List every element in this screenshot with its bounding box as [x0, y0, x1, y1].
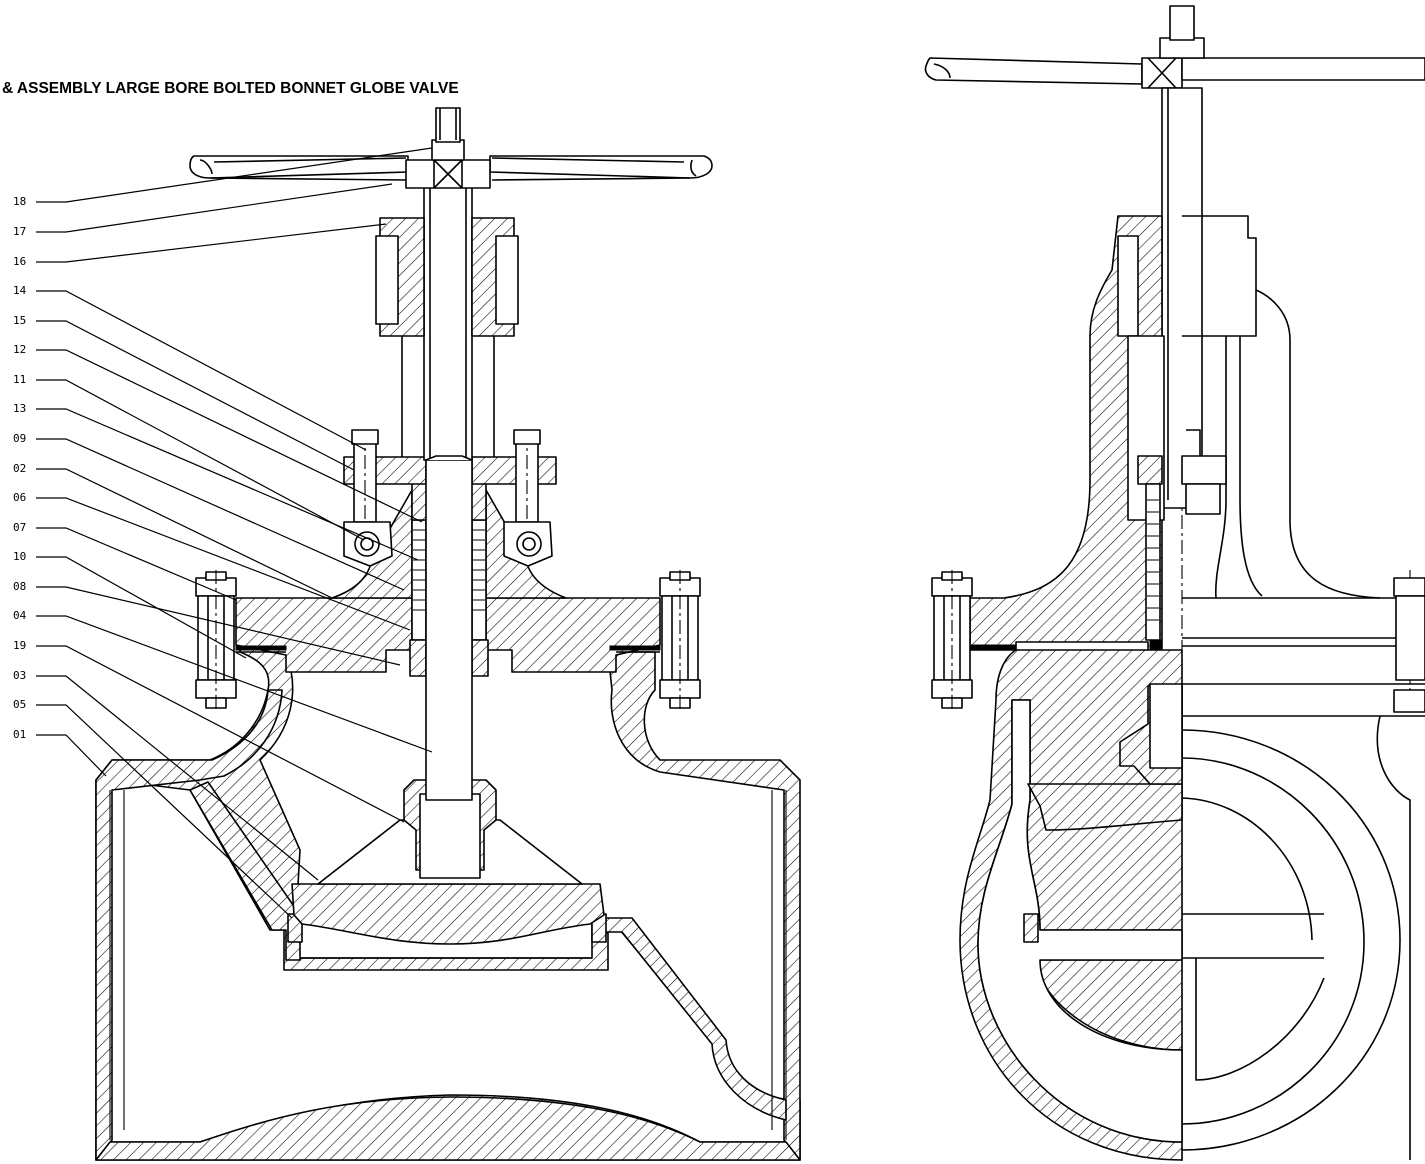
leader-lines — [36, 147, 433, 919]
callout-01: 01 — [13, 728, 27, 741]
disc — [291, 883, 605, 945]
callout-04: 04 — [13, 609, 27, 622]
callout-10: 10 — [13, 550, 27, 563]
body-bottom-wall — [95, 1096, 801, 1161]
side-view — [924, 5, 1425, 1164]
callout-07: 07 — [13, 521, 27, 534]
bonnet-neck-left — [331, 489, 413, 599]
sectional-view — [36, 107, 801, 1161]
stem — [423, 179, 473, 461]
callout-16: 16 — [13, 255, 27, 268]
backseat-left — [409, 639, 427, 677]
drawing-title: & ASSEMBLY LARGE BORE BOLTED BONNET GLOB… — [2, 80, 459, 97]
body-seat-web-left — [189, 781, 301, 961]
backseat-right — [471, 639, 489, 677]
body-right-wall — [607, 651, 801, 1161]
stem-end — [419, 793, 481, 879]
callout-12: 12 — [13, 343, 27, 356]
eyebolt-right — [503, 429, 553, 567]
flange-bolt-left — [195, 570, 237, 710]
side-bolt-right — [1393, 577, 1425, 713]
callout-05: 05 — [13, 698, 27, 711]
stem-lower — [425, 459, 473, 801]
handwheel — [189, 107, 713, 189]
callout-06: 06 — [13, 491, 27, 504]
callout-17: 17 — [13, 225, 27, 238]
callout-19: 19 — [13, 639, 27, 652]
callout-14: 14 — [13, 284, 27, 297]
bonnet-flange-right — [485, 597, 661, 673]
callout-09: 09 — [13, 432, 27, 445]
callout-15: 15 — [13, 314, 27, 327]
callout-13: 13 — [13, 402, 27, 415]
body-left-wall — [95, 689, 283, 1161]
side-bonnet — [969, 215, 1163, 673]
callout-02: 02 — [13, 462, 27, 475]
callout-03: 03 — [13, 669, 27, 682]
body-seat-web-right — [599, 917, 787, 1121]
flange-bolt-right — [659, 570, 701, 710]
callout-08: 08 — [13, 580, 27, 593]
callout-11: 11 — [13, 373, 27, 386]
callout-18: 18 — [13, 195, 27, 208]
side-bolt-left — [931, 570, 973, 710]
